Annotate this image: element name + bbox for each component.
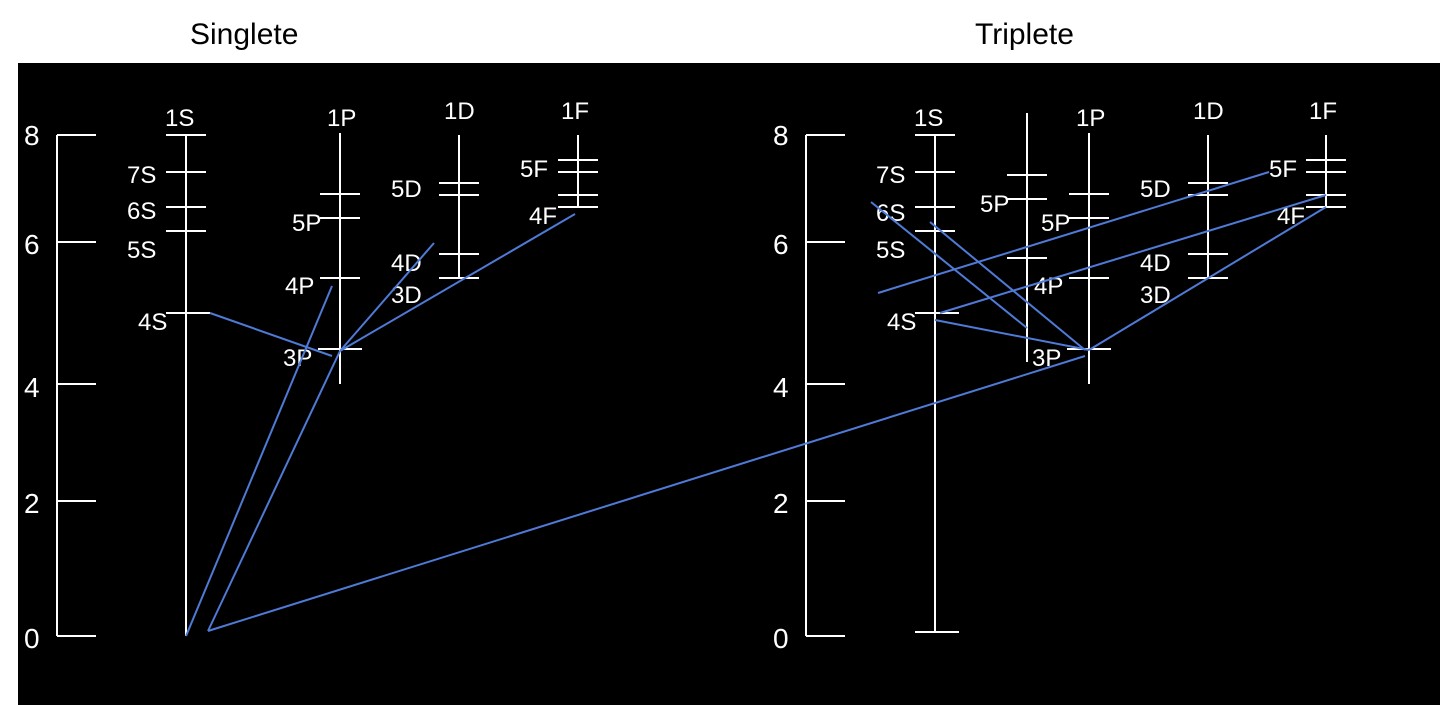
transition-line	[870, 201, 1028, 329]
right-tick-label: 6	[773, 229, 789, 260]
singlet-label-4s: 4S	[138, 309, 167, 336]
triplet-label-5s: 5S	[876, 237, 905, 264]
triplet-label-5p: 5P	[1041, 210, 1070, 237]
singlet-title: Singlete	[190, 18, 299, 51]
singlet-levels	[166, 133, 598, 636]
transition-line	[929, 221, 1086, 351]
transitions	[185, 171, 1327, 637]
triplet-header-1p: 1P	[1076, 105, 1105, 132]
triplet-header-1d: 1D	[1193, 98, 1224, 125]
triplet-title: Triplete	[975, 18, 1074, 51]
triplet-label-3d: 3D	[1140, 282, 1171, 309]
transition-line	[209, 312, 333, 357]
singlet-label-4p: 4P	[285, 273, 314, 300]
singlet-label-7s: 7S	[127, 162, 156, 189]
triplet-label-5f: 5F	[1269, 156, 1297, 183]
left-tick-label: 0	[24, 623, 40, 654]
singlet-header-1p: 1P	[327, 105, 356, 132]
triplet-label-5p-split: 5P	[980, 191, 1009, 218]
left-axis	[56, 134, 96, 637]
transition-line	[877, 171, 1270, 294]
transition-line	[1088, 206, 1327, 351]
singlet-label-6s: 6S	[127, 198, 156, 225]
triplet-header-1f: 1F	[1309, 98, 1337, 125]
right-tick-label: 2	[773, 488, 789, 519]
right-tick-label: 8	[773, 120, 789, 151]
left-tick-label: 8	[24, 120, 40, 151]
transition-line	[339, 213, 576, 352]
triplet-label-4d: 4D	[1140, 250, 1171, 277]
right-tick-label: 0	[773, 623, 789, 654]
transition-line	[934, 319, 1090, 351]
singlet-header-1d: 1D	[444, 98, 475, 125]
singlet-label-5s: 5S	[127, 237, 156, 264]
triplet-label-7s: 7S	[876, 162, 905, 189]
right-tick-label: 4	[773, 372, 789, 403]
triplet-header-1s: 1S	[914, 105, 943, 132]
left-tick-label: 4	[24, 372, 40, 403]
left-tick-label: 2	[24, 488, 40, 519]
singlet-label-4f: 4F	[529, 203, 557, 230]
transition-line	[185, 285, 333, 637]
right-axis	[805, 134, 845, 637]
triplet-label-4s: 4S	[887, 309, 916, 336]
transition-line	[207, 355, 1086, 632]
diagram-panel	[18, 63, 1440, 705]
singlet-label-5p: 5P	[292, 210, 321, 237]
triplet-label-6s: 6S	[876, 200, 905, 227]
triplet-label-4f: 4F	[1277, 203, 1305, 230]
transition-line	[939, 194, 1327, 314]
transition-line	[207, 350, 341, 632]
triplet-label-5d: 5D	[1140, 176, 1171, 203]
transition-line	[339, 242, 435, 352]
left-tick-label: 6	[24, 229, 40, 260]
singlet-label-5f: 5F	[520, 156, 548, 183]
singlet-label-5d: 5D	[391, 176, 422, 203]
singlet-header-1s: 1S	[165, 105, 194, 132]
singlet-header-1f: 1F	[561, 98, 589, 125]
